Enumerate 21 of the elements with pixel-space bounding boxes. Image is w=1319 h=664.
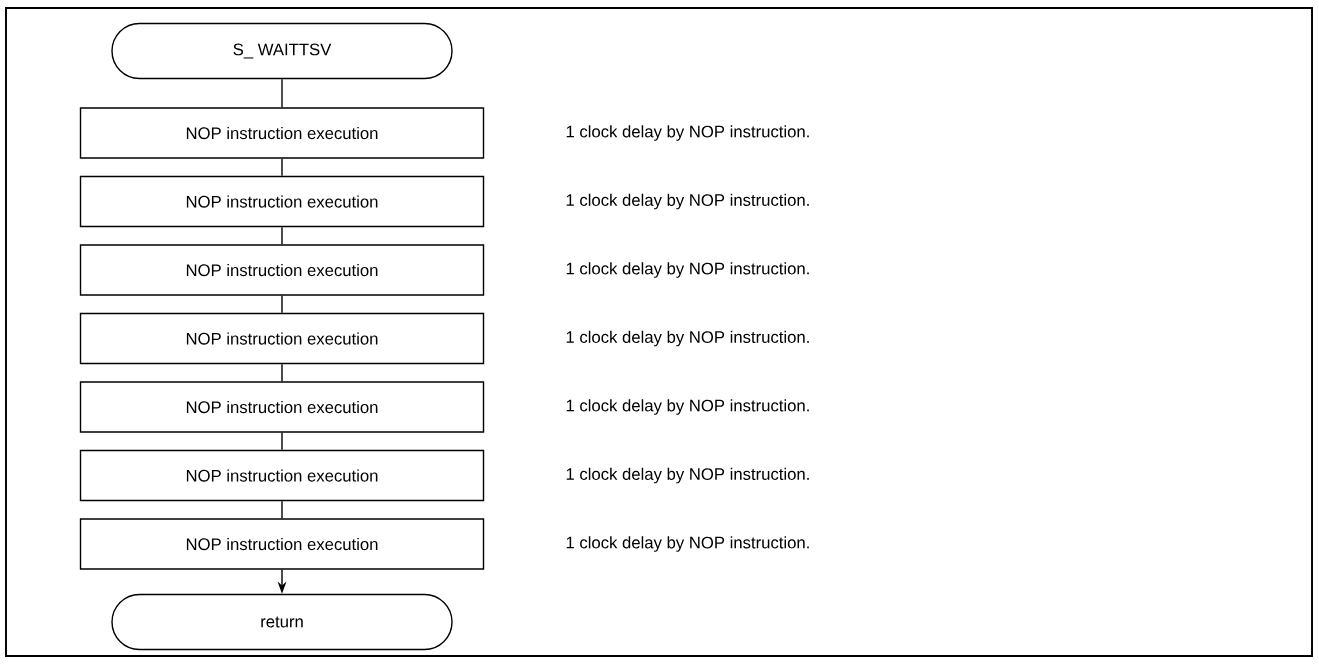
- connector-line: [281, 78, 283, 108]
- process-box: NOP instruction execution: [79, 175, 485, 228]
- process-box: NOP instruction execution: [79, 518, 485, 570]
- annotation-text: 1 clock delay by NOP instruction.: [566, 330, 809, 347]
- process-box: NOP instruction execution: [79, 449, 485, 502]
- connector-line: [281, 500, 283, 519]
- process-box: NOP instruction execution: [79, 107, 485, 159]
- process-box: NOP instruction execution: [79, 244, 485, 296]
- annotation-text: 1 clock delay by NOP instruction.: [566, 125, 809, 141]
- annotation-text: 1 clock delay by NOP instruction.: [566, 467, 809, 484]
- process-box: NOP instruction execution: [79, 312, 485, 365]
- connector-line: [281, 363, 283, 382]
- connector-line: [281, 432, 283, 451]
- connector-line: [281, 158, 283, 177]
- process-box: NOP instruction execution: [79, 381, 485, 433]
- annotation-text: 1 clock delay by NOP instruction.: [566, 399, 809, 415]
- connector-line: [281, 226, 283, 245]
- annotation-text: 1 clock delay by NOP instruction.: [566, 193, 809, 210]
- annotation-text: 1 clock delay by NOP instruction.: [566, 262, 809, 278]
- connector-line: [281, 295, 283, 314]
- annotation-text: 1 clock delay by NOP instruction.: [566, 536, 809, 552]
